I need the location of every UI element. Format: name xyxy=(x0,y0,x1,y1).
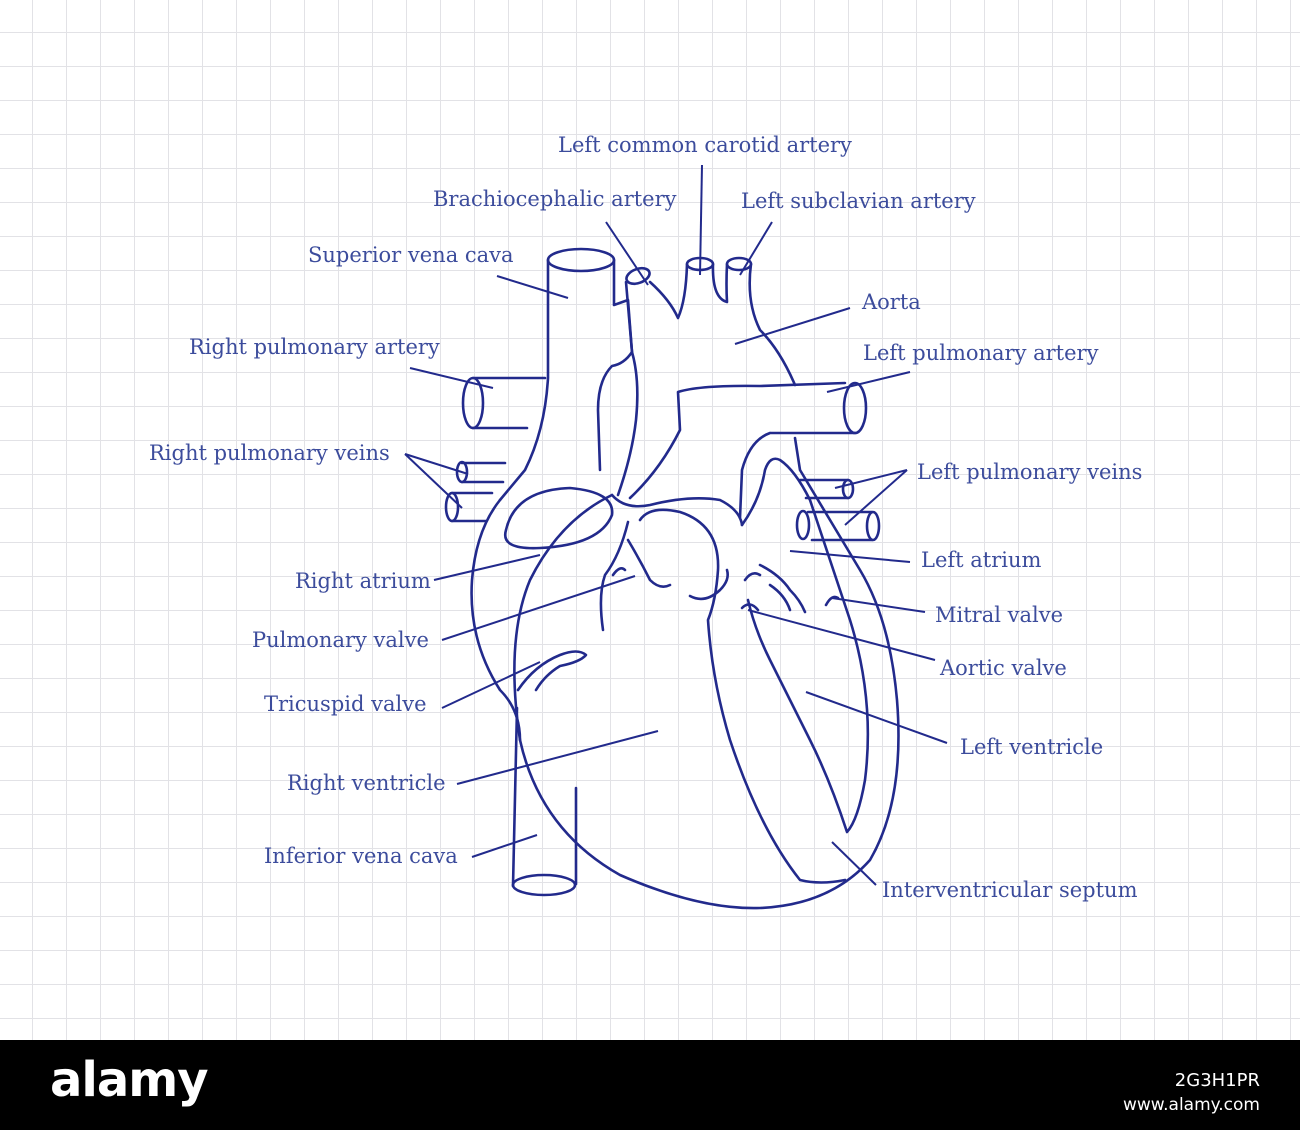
left-pulmonary-vein-lower-opening xyxy=(867,512,879,540)
leader-superior-vena-cava xyxy=(497,276,568,298)
label-interventricular-septum: Interventricular septum xyxy=(882,878,1138,902)
alamy-logo: alamy xyxy=(50,1052,208,1108)
right-atrium-opening xyxy=(505,488,612,548)
leader-aortic-valve xyxy=(748,610,935,660)
left-pulmonary-vein-upper-opening xyxy=(843,480,853,498)
label-right-atrium: Right atrium xyxy=(295,569,431,593)
labels: Left common carotid artery Brachiocephal… xyxy=(149,133,1142,902)
label-left-subclavian-artery: Left subclavian artery xyxy=(741,189,976,213)
label-left-atrium: Left atrium xyxy=(921,548,1041,572)
leader-left-ventricle xyxy=(806,692,947,743)
heart-anatomy-diagram: Left common carotid artery Brachiocephal… xyxy=(0,0,1300,1040)
aortic-valve-shape xyxy=(690,570,760,610)
pulmonary-valve-shape xyxy=(601,522,670,630)
leader-left-subclavian xyxy=(740,222,772,275)
label-superior-vena-cava: Superior vena cava xyxy=(308,243,514,267)
site-url: www.alamy.com xyxy=(1123,1095,1260,1115)
leader-right-ventricle xyxy=(457,731,658,784)
image-id-block: 2G3H1PR www.alamy.com xyxy=(1123,1070,1260,1115)
label-left-ventricle: Left ventricle xyxy=(960,735,1103,759)
aorta-shape xyxy=(618,264,795,495)
label-brachiocephalic-artery: Brachiocephalic artery xyxy=(433,187,677,211)
mitral-valve-shape xyxy=(760,565,838,612)
left-ventricle-inner-wall xyxy=(742,459,868,832)
label-aortic-valve: Aortic valve xyxy=(939,656,1067,680)
label-inferior-vena-cava: Inferior vena cava xyxy=(264,844,458,868)
heart-outer-wall xyxy=(472,438,899,908)
label-mitral-valve: Mitral valve xyxy=(935,603,1063,627)
label-left-common-carotid-artery: Left common carotid artery xyxy=(558,133,852,157)
leader-right-atrium xyxy=(434,555,540,580)
image-id: 2G3H1PR xyxy=(1175,1070,1260,1091)
label-left-pulmonary-veins: Left pulmonary veins xyxy=(917,460,1142,484)
label-aorta: Aorta xyxy=(861,290,921,314)
left-pulmonary-vein-inner-opening xyxy=(797,511,809,539)
label-tricuspid-valve: Tricuspid valve xyxy=(264,692,427,716)
label-left-pulmonary-artery: Left pulmonary artery xyxy=(863,341,1099,365)
label-right-pulmonary-artery: Right pulmonary artery xyxy=(189,335,440,359)
inferior-vena-cava-opening xyxy=(513,875,575,895)
label-right-ventricle: Right ventricle xyxy=(287,771,446,795)
heart-drawing xyxy=(446,249,898,908)
superior-vena-cava-opening xyxy=(548,249,614,271)
label-right-pulmonary-veins: Right pulmonary veins xyxy=(149,441,390,465)
leader-interventricular-septum xyxy=(832,842,876,885)
left-pulmonary-artery-opening xyxy=(844,383,866,433)
superior-vena-cava-shape xyxy=(500,260,632,500)
stock-footer-bar: alamy 2G3H1PR www.alamy.com xyxy=(0,1040,1300,1130)
label-pulmonary-valve: Pulmonary valve xyxy=(252,628,429,652)
tricuspid-valve-shape xyxy=(518,652,586,691)
inferior-vena-cava-shape xyxy=(513,708,576,886)
leader-inferior-vena-cava xyxy=(472,835,537,857)
leader-tricuspid-valve xyxy=(442,662,540,708)
leader-aorta xyxy=(735,308,850,344)
